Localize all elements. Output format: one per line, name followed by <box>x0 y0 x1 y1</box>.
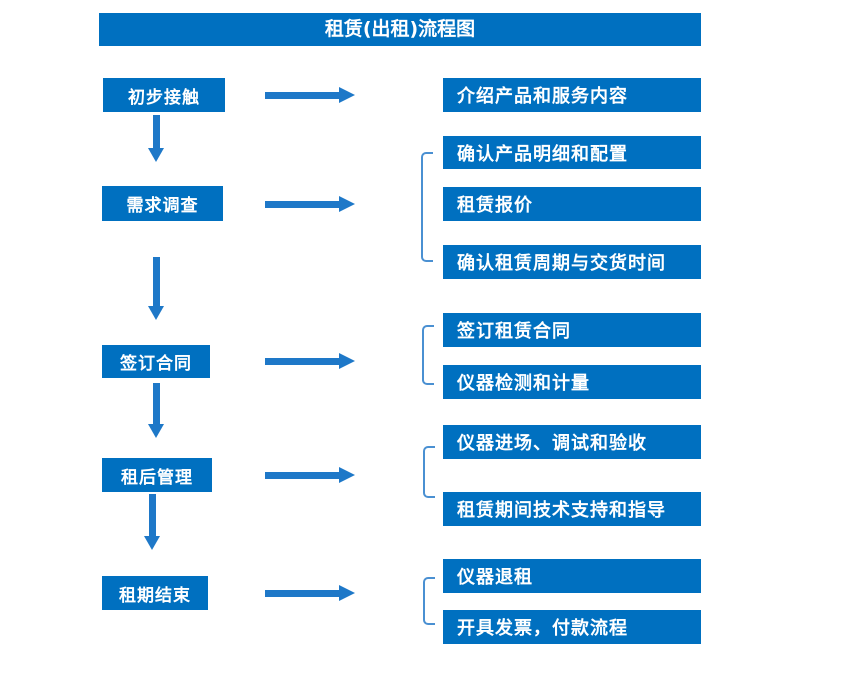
output-box-instrument-return: 仪器退租 <box>443 559 701 593</box>
arrow-shaft <box>265 589 339 597</box>
step-label: 初步接触 <box>128 87 200 108</box>
step-label: 签订合同 <box>120 354 192 374</box>
down-arrow-icon <box>148 257 164 320</box>
output-box-confirm-rental-period: 确认租赁周期与交货时间 <box>443 245 701 279</box>
arrow-head <box>339 353 355 369</box>
output-box-instrument-inspection: 仪器检测和计量 <box>443 365 701 399</box>
output-box-technical-support: 租赁期间技术支持和指导 <box>443 492 701 526</box>
step-label: 租期结束 <box>119 585 191 606</box>
arrow-head <box>339 87 355 103</box>
page-title: 租赁(出租)流程图 <box>324 18 476 40</box>
output-label: 签订租赁合同 <box>457 321 571 342</box>
arrow-shaft <box>265 471 339 479</box>
output-box-confirm-product-details: 确认产品明细和配置 <box>443 136 701 169</box>
group-bracket <box>422 325 434 385</box>
arrow-head <box>148 424 164 438</box>
output-label: 介绍产品和服务内容 <box>457 86 628 107</box>
output-box-invoice-payment: 开具发票，付款流程 <box>443 610 701 644</box>
output-box-sign-rental-contract: 签订租赁合同 <box>443 313 701 347</box>
down-arrow-icon <box>144 494 160 550</box>
output-label: 租赁报价 <box>457 195 533 216</box>
group-bracket <box>421 152 433 262</box>
arrow-head <box>144 536 160 550</box>
output-box-rental-quotation: 租赁报价 <box>443 187 701 221</box>
arrow-head <box>148 306 164 320</box>
output-label: 仪器进场、调试和验收 <box>457 433 647 454</box>
title-bar: 租赁(出租)流程图 <box>99 13 701 46</box>
down-arrow-icon <box>148 383 164 438</box>
output-label: 确认租赁周期与交货时间 <box>457 253 666 274</box>
arrow-shaft <box>148 494 156 536</box>
arrow-head <box>339 467 355 483</box>
output-box-introduce-products: 介绍产品和服务内容 <box>443 78 701 112</box>
arrow-head <box>339 585 355 601</box>
output-label: 仪器退租 <box>457 567 533 588</box>
step-box-rental-end: 租期结束 <box>102 576 208 610</box>
output-label: 租赁期间技术支持和指导 <box>457 500 666 521</box>
arrow-head <box>339 196 355 212</box>
arrow-shaft <box>152 115 160 148</box>
arrow-shaft <box>152 383 160 424</box>
step-label: 租后管理 <box>121 467 193 488</box>
output-label: 开具发票，付款流程 <box>457 618 628 639</box>
step-box-initial-contact: 初步接触 <box>103 78 225 112</box>
output-box-instrument-setup: 仪器进场、调试和验收 <box>443 425 701 459</box>
group-bracket <box>423 577 435 625</box>
group-bracket <box>423 446 435 498</box>
step-box-post-rental-management: 租后管理 <box>102 458 212 492</box>
output-label: 仪器检测和计量 <box>457 373 590 394</box>
arrow-shaft <box>265 357 339 365</box>
arrow-shaft <box>265 200 339 208</box>
step-box-demand-survey: 需求调查 <box>102 186 223 221</box>
arrow-shaft <box>152 257 160 306</box>
step-box-sign-contract: 签订合同 <box>102 345 210 378</box>
arrow-shaft <box>265 91 339 99</box>
down-arrow-icon <box>148 115 164 162</box>
step-label: 需求调查 <box>126 196 199 216</box>
output-label: 确认产品明细和配置 <box>457 143 628 165</box>
arrow-head <box>148 148 164 162</box>
